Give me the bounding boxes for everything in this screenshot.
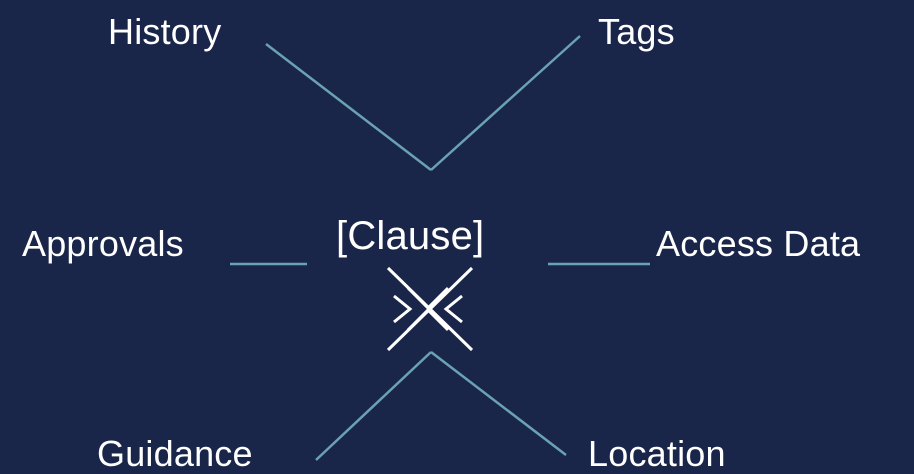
node-history: History (108, 11, 222, 52)
node-access-data: Access Data (656, 223, 861, 264)
node-guidance: Guidance (97, 433, 253, 474)
node-location: Location (588, 433, 726, 474)
connector-guidance (315, 351, 432, 461)
node-tags: Tags (598, 11, 675, 52)
connector-tags (430, 35, 581, 171)
node-approvals: Approvals (22, 223, 184, 264)
center-node-clause: [Clause] (336, 214, 485, 258)
connector-history (265, 43, 432, 171)
connector-location (430, 351, 567, 456)
cross-arrows-icon (386, 266, 474, 352)
